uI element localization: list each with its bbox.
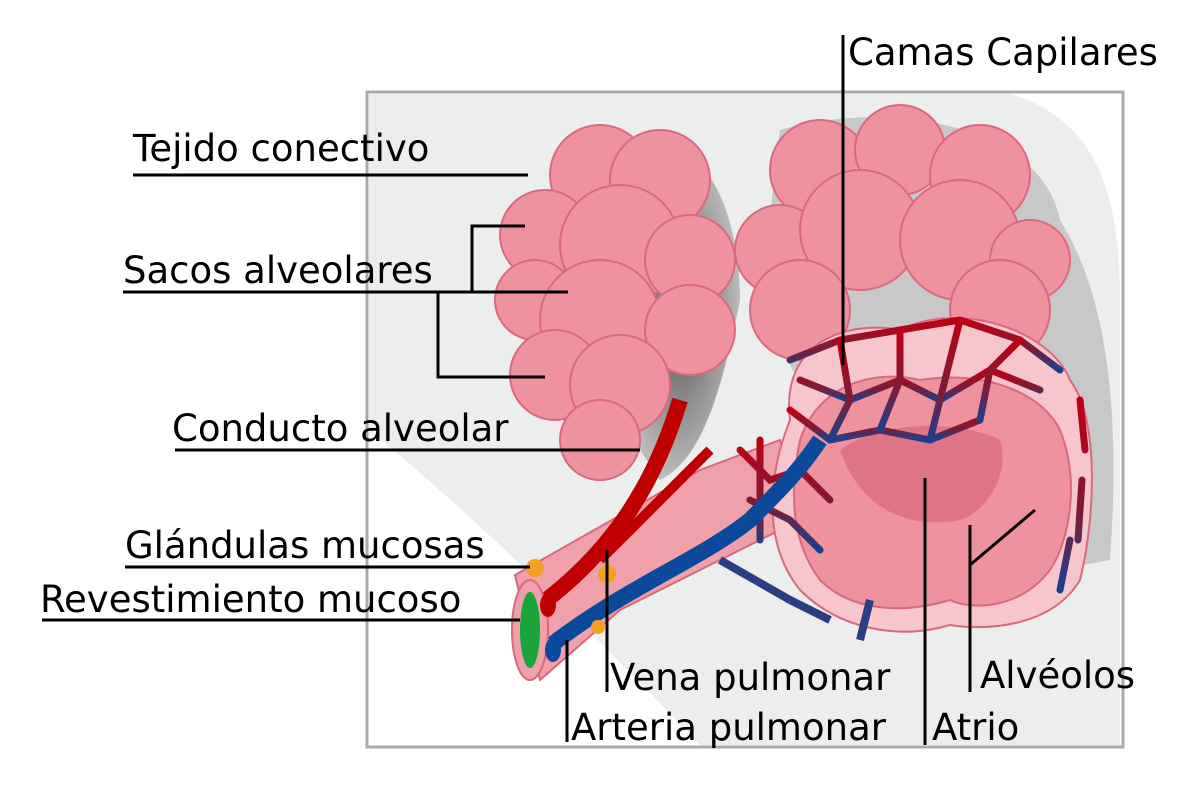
label-arteria-pulmonar: Arteria pulmonar: [571, 706, 886, 749]
label-sacos-alveolares: Sacos alveolares: [123, 249, 433, 292]
mucous-lining: [520, 592, 540, 668]
red-vessel-branch: [596, 446, 714, 564]
alveolar-sacs-right: [734, 104, 1071, 361]
label-alveolos: Alvéolos: [980, 654, 1136, 697]
label-revestimiento-mucoso: Revestimiento mucoso: [40, 578, 462, 621]
label-glandulas-mucosas: Glándulas mucosas: [125, 524, 485, 567]
label-tejido-conectivo: Tejido conectivo: [133, 127, 430, 170]
label-vena-pulmonar: Vena pulmonar: [610, 656, 891, 699]
alveolus-cutaway: [771, 317, 1093, 633]
blue-vessel-branch: [718, 556, 874, 641]
red-vessel: [535, 397, 688, 612]
label-camas-capilares: Camas Capilares: [848, 31, 1158, 74]
label-conducto-alveolar: Conducto alveolar: [172, 407, 509, 450]
leader-lines: [42, 35, 1036, 745]
alveolar-sacs-left: [494, 124, 736, 481]
vessel-opening-red: [540, 593, 556, 617]
vessel-opening-blue: [545, 638, 561, 662]
label-atrio: Atrio: [932, 706, 1020, 749]
capillary-beds: [736, 316, 1089, 594]
blue-vessel: [540, 435, 827, 657]
